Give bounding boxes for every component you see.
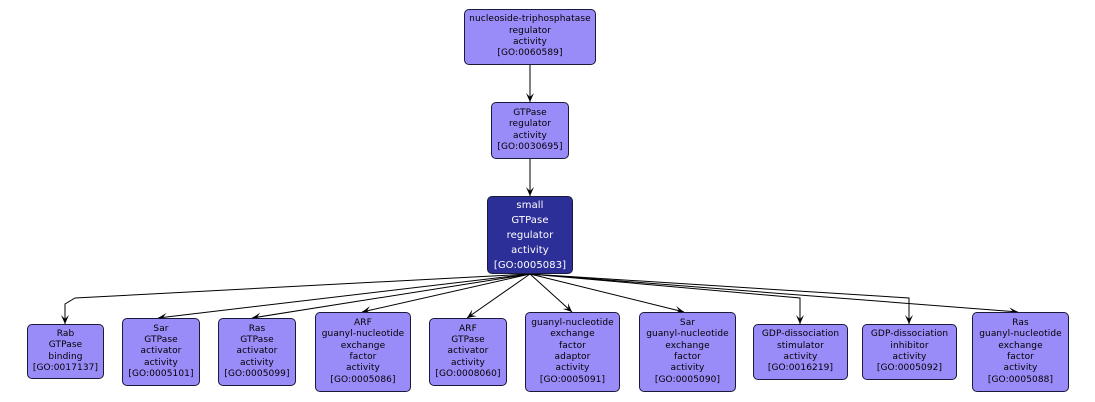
edge-GO0005083-to-GO0016219 <box>529 273 801 324</box>
edge-GO0005083-to-GO0005086 <box>361 273 531 313</box>
go-term-label-line: exchange <box>550 329 595 340</box>
arrowhead-icon <box>158 312 168 321</box>
go-term-label-line: activator <box>140 346 182 357</box>
go-term-id: [GO:0005091] <box>539 374 606 385</box>
go-term-label-line: ARF <box>459 323 477 334</box>
go-term-label-line: activity <box>511 244 549 256</box>
go-term-label-line: guanyl-nucleotide <box>646 329 729 340</box>
edge-GO0005083-to-GO0005088 <box>529 273 1019 313</box>
go-term-label-line: Sar <box>679 318 696 329</box>
go-term-label-line: Sar <box>153 323 169 334</box>
go-term-label-line: activity <box>783 352 818 362</box>
arrowhead-icon <box>1008 307 1018 316</box>
go-term-id: [GO:0060589] <box>497 48 563 59</box>
go-term-id: [GO:0005090] <box>654 374 721 385</box>
go-term-id: [GO:0030695] <box>497 141 563 152</box>
go-term-label-line: Rab <box>56 328 75 339</box>
go-term-label-line: small <box>516 199 544 211</box>
go-term-id: [GO:0005099] <box>224 368 290 379</box>
edge-GO0005083-to-GO0008060 <box>466 273 531 319</box>
go-term-label-line: GDP-dissociation <box>761 329 840 340</box>
go-term-label-line: GTPase <box>240 335 274 346</box>
arrowhead-icon <box>905 315 913 324</box>
go-term-label-line: Ras <box>1012 318 1029 329</box>
go-term-label-line: activator <box>236 346 278 357</box>
go-term-label-line: exchange <box>998 340 1043 351</box>
go-term-label-line: Ras <box>248 323 266 334</box>
go-term-label-line: GTPase <box>48 340 83 351</box>
go-term-label-line: regulator <box>508 119 552 130</box>
go-term-label-line: GTPase <box>511 214 549 226</box>
edge-GO0005083-to-GO0005101 <box>157 273 531 319</box>
go-term-label-line: exchange <box>665 340 710 351</box>
edge-GO0005083-to-GO0005092 <box>529 273 910 324</box>
go-term-label-line: guanyl-nucleotide <box>531 318 614 329</box>
arrowhead-icon <box>796 315 804 324</box>
go-term-label-line: guanyl-nucleotide <box>321 329 405 340</box>
go-term-id: [GO:0005101] <box>128 368 194 379</box>
go-term-label-line: GDP-dissociation <box>870 329 949 340</box>
go-term-id: [GO:0005086] <box>330 374 396 385</box>
go-term-label-line: GTPase <box>451 335 485 346</box>
go-term-id: [GO:0016219] <box>767 363 834 374</box>
go-term-label-line: stimulator <box>777 340 824 351</box>
go-term-label-line: activator <box>447 346 489 357</box>
arrowhead-icon <box>467 309 477 318</box>
go-term-label-line: activity <box>555 363 590 374</box>
edge-GO0005083-to-GO0005091 <box>529 273 573 313</box>
go-term-id: [GO:0005088] <box>987 374 1054 385</box>
go-term-label-line: GTPase <box>513 107 547 118</box>
arrowhead-icon <box>526 93 534 102</box>
go-term-label-line: activity <box>240 357 274 368</box>
arrowhead-icon <box>526 187 534 196</box>
edge-GO0005083-to-GO0005099 <box>251 273 531 319</box>
go-term-label-line: regulator <box>508 25 552 36</box>
go-term-label-line: activity <box>892 352 927 362</box>
arrowhead-icon <box>562 302 572 312</box>
go-term-label-line: ARF <box>354 318 372 329</box>
edge-GO0005083-to-GO0005090 <box>529 273 685 313</box>
go-term-label-line: factor <box>674 352 701 362</box>
go-term-label-line: factor <box>1007 352 1034 362</box>
edge-GO0005083-to-GO0017137 <box>64 273 531 324</box>
go-term-id: [GO:0017137] <box>32 362 99 373</box>
arrowhead-icon <box>674 305 684 314</box>
go-term-label-line: factor <box>559 340 586 351</box>
go-term-label-line: exchange <box>340 340 386 351</box>
go-term-label-line: adaptor <box>554 352 591 362</box>
go-term-label-line: activity <box>346 363 380 374</box>
go-term-id: [GO:0008060] <box>435 368 501 379</box>
go-term-label-line: activity <box>513 37 547 47</box>
go-term-label-line: inhibitor <box>890 340 929 351</box>
go-term-label-line: activity <box>1003 363 1038 374</box>
go-term-label-line: activity <box>513 130 547 141</box>
go-term-id: [GO:0005083] <box>493 259 567 271</box>
go-term-label-line: binding <box>48 351 83 362</box>
go-term-label-line: regulator <box>506 229 554 241</box>
go-term-label-line: activity <box>670 363 705 374</box>
go-term-id: [GO:0005092] <box>876 363 943 374</box>
go-term-label-line: activity <box>144 357 178 368</box>
arrowhead-icon <box>61 315 69 324</box>
go-term-label-line: activity <box>451 357 485 368</box>
arrowhead-icon <box>362 306 372 314</box>
go-term-label-line: guanyl-nucleotide <box>979 329 1062 340</box>
go-term-label-line: factor <box>349 352 377 362</box>
go-term-label-line: nucleoside-triphosphatase <box>469 14 591 25</box>
go-term-label-line: GTPase <box>144 335 178 346</box>
